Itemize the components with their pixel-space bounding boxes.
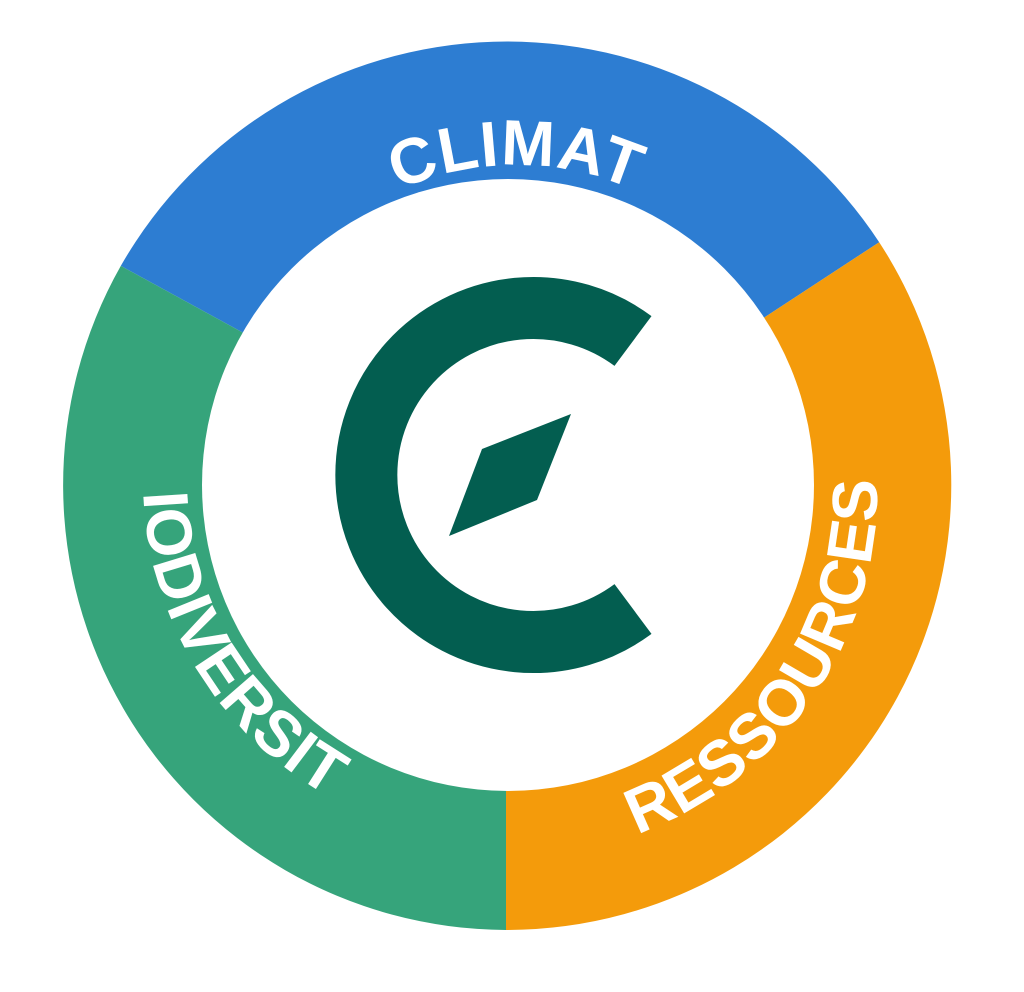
compass-c-logo-icon (335, 277, 652, 673)
compass-needle-icon (449, 414, 571, 536)
logo-c-arc (335, 277, 652, 673)
